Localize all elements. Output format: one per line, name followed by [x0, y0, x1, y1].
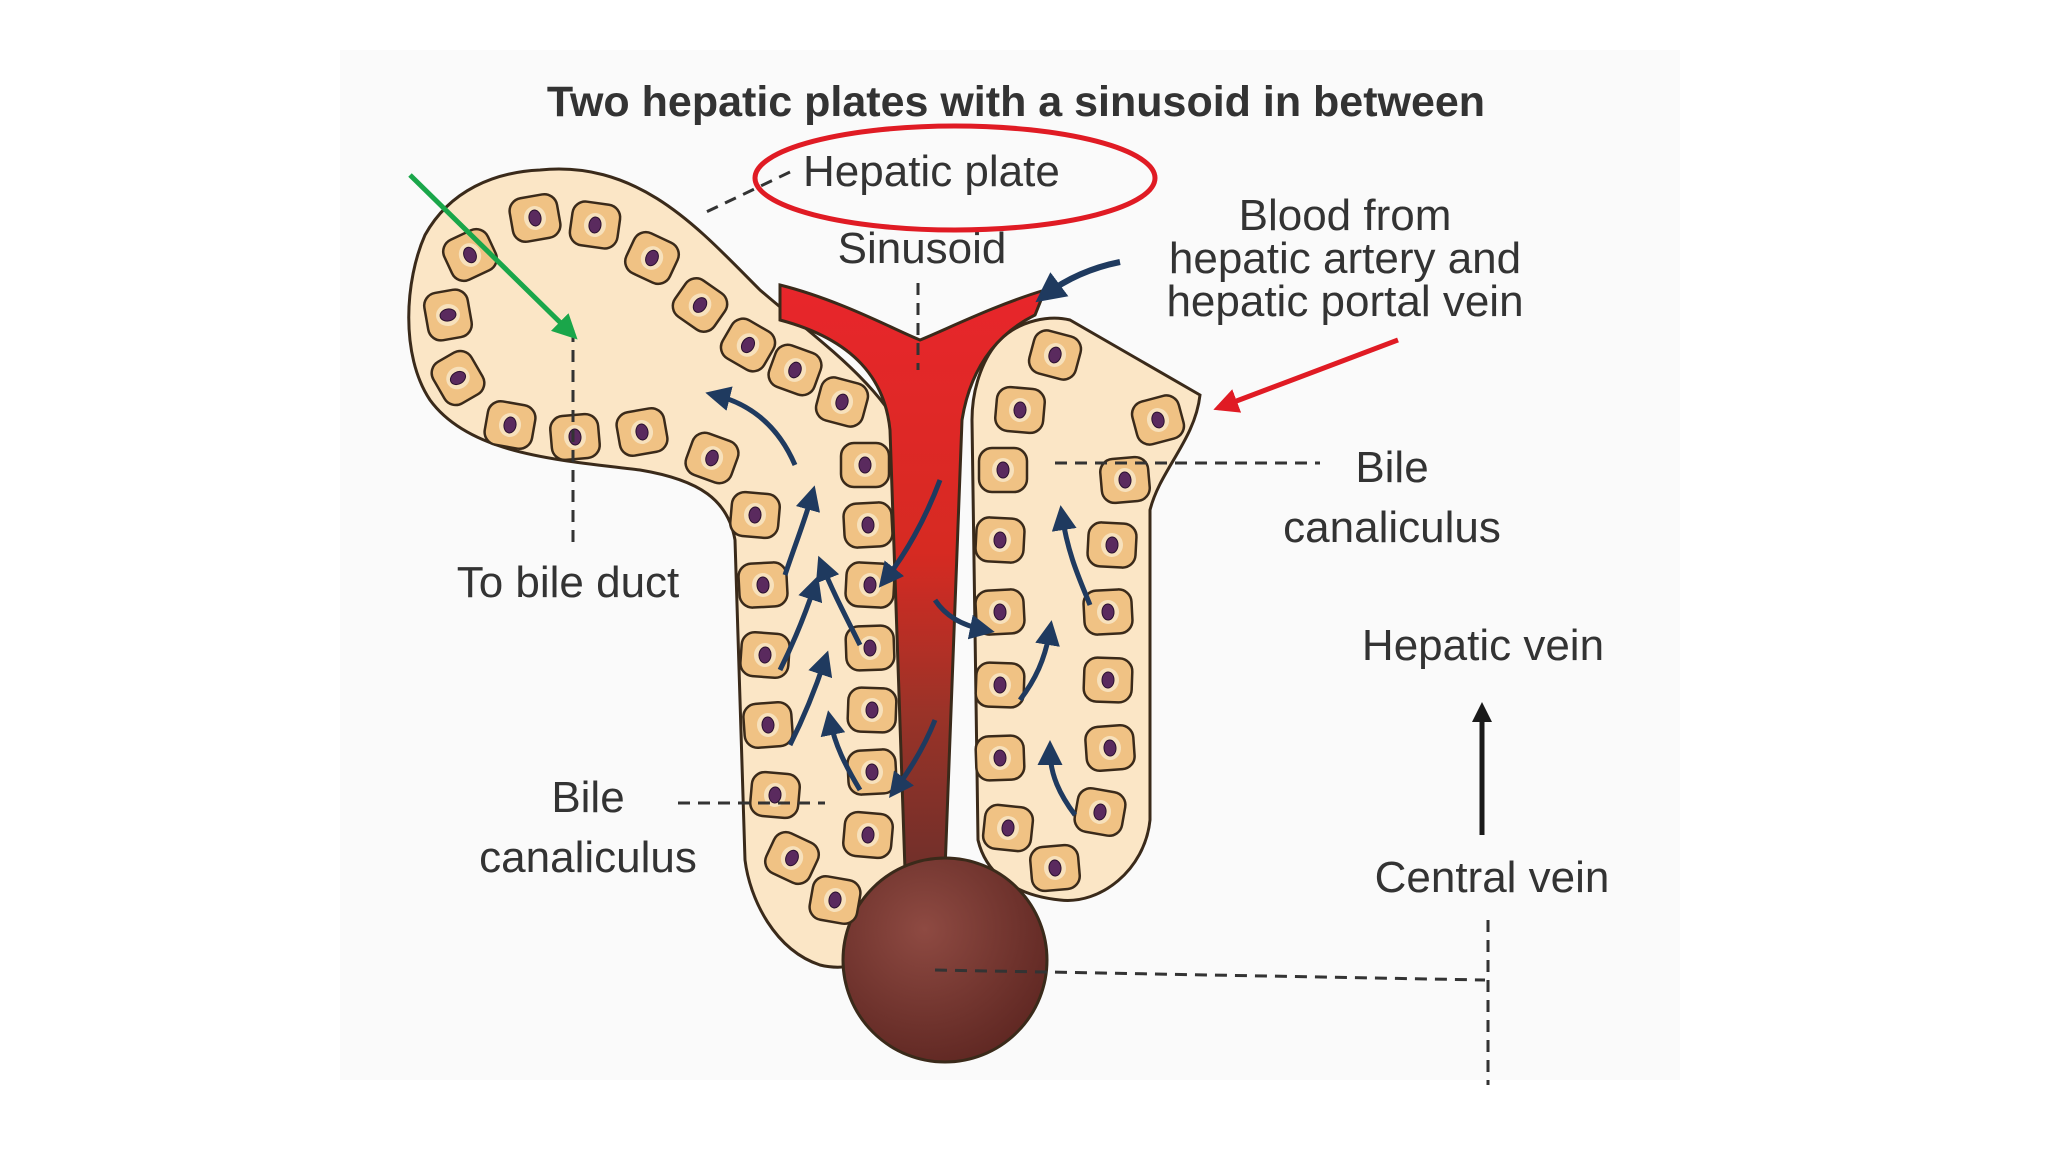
central-vein [841, 856, 1049, 1064]
hepatocyte [808, 874, 862, 926]
hepatocyte [846, 748, 898, 796]
label-hepatic-plate: Hepatic plate [803, 147, 1060, 196]
hepatocyte [763, 830, 821, 886]
hepatocyte [422, 288, 474, 342]
hepatocyte [974, 588, 1026, 636]
flow-arrow [932, 598, 995, 640]
hepatocyte [749, 770, 801, 820]
hepatocyte [719, 317, 777, 373]
hepatocyte [483, 399, 537, 451]
right-plate-cells [974, 329, 1186, 893]
hepatocyte [839, 441, 891, 489]
hepatocyte [994, 385, 1046, 435]
hepatocyte [1082, 588, 1134, 636]
blood-inflow-arrow [1035, 259, 1121, 303]
flow-arrow [1037, 740, 1078, 817]
flow-arrow [705, 386, 798, 466]
leader-central-vein-horizontal [934, 968, 1486, 982]
leader-hepatic-plate [699, 170, 791, 217]
hepatocyte [684, 431, 740, 485]
label-to-bile-duct: To bile duct [457, 558, 680, 607]
hepatocyte [977, 446, 1029, 494]
flow-arrow [820, 710, 863, 792]
flow-arrow [1051, 505, 1093, 606]
hepatocyte [981, 803, 1035, 853]
hepatocyte [1082, 656, 1134, 704]
flow-arrow [782, 485, 820, 576]
hepatocyte [974, 734, 1026, 782]
label-blood-line1: Blood from [1239, 191, 1452, 240]
label-bile-left-line2: canaliculus [479, 833, 697, 882]
label-bile-right-line2: canaliculus [1283, 503, 1501, 552]
hepatocyte [568, 200, 622, 250]
hepatocyte [974, 516, 1026, 564]
green-pointer-arrow [408, 173, 578, 340]
hepatocyte [842, 501, 894, 549]
flow-arrow [787, 650, 833, 747]
label-hepatic-vein: Hepatic vein [1362, 621, 1604, 670]
flow-arrow [1017, 620, 1060, 702]
red-pointer-arrow [1213, 337, 1399, 413]
hepatocyte [767, 343, 823, 397]
bile-flow-arrows [705, 386, 1093, 817]
hepatocyte [742, 701, 794, 749]
hepatocyte [615, 406, 669, 458]
diagram-title: Two hepatic plates with a sinusoid in be… [547, 78, 1485, 126]
flow-arrow [878, 479, 943, 588]
label-bile-left-line1: Bile [551, 773, 624, 822]
hepatocyte [508, 192, 562, 244]
hepatocyte [671, 277, 729, 333]
label-blood-line2: hepatic artery and [1169, 234, 1521, 283]
hepatocyte [549, 412, 601, 462]
hepatocyte [1084, 724, 1136, 772]
flow-arrow [889, 719, 938, 799]
hepatocyte [1086, 521, 1138, 569]
hepatocyte [1099, 455, 1151, 505]
hepatocyte [1029, 843, 1081, 893]
sinusoid-channel [778, 283, 1048, 882]
flow-arrow [815, 555, 863, 647]
hepatocyte [737, 561, 789, 609]
flow-arrow [777, 575, 823, 672]
hepatocyte [1130, 394, 1186, 446]
label-bile-right-line1: Bile [1355, 443, 1428, 492]
hepatocyte [842, 810, 894, 860]
hepatocyte [1027, 329, 1083, 381]
hepatocyte [846, 686, 898, 734]
label-blood-line3: hepatic portal vein [1166, 277, 1523, 326]
hepatocyte [844, 561, 896, 609]
highlight-ellipse [752, 123, 1158, 233]
hepatocyte [623, 230, 681, 286]
hepatocyte [441, 227, 499, 283]
left-plate-cells [422, 192, 898, 926]
hepatocyte [430, 349, 486, 407]
hepatocyte [739, 631, 791, 679]
hepatocyte [814, 376, 870, 428]
hepatocyte [1073, 786, 1127, 838]
hepatocyte [729, 490, 781, 540]
hepatocyte [974, 661, 1026, 709]
label-central-vein: Central vein [1375, 853, 1610, 902]
